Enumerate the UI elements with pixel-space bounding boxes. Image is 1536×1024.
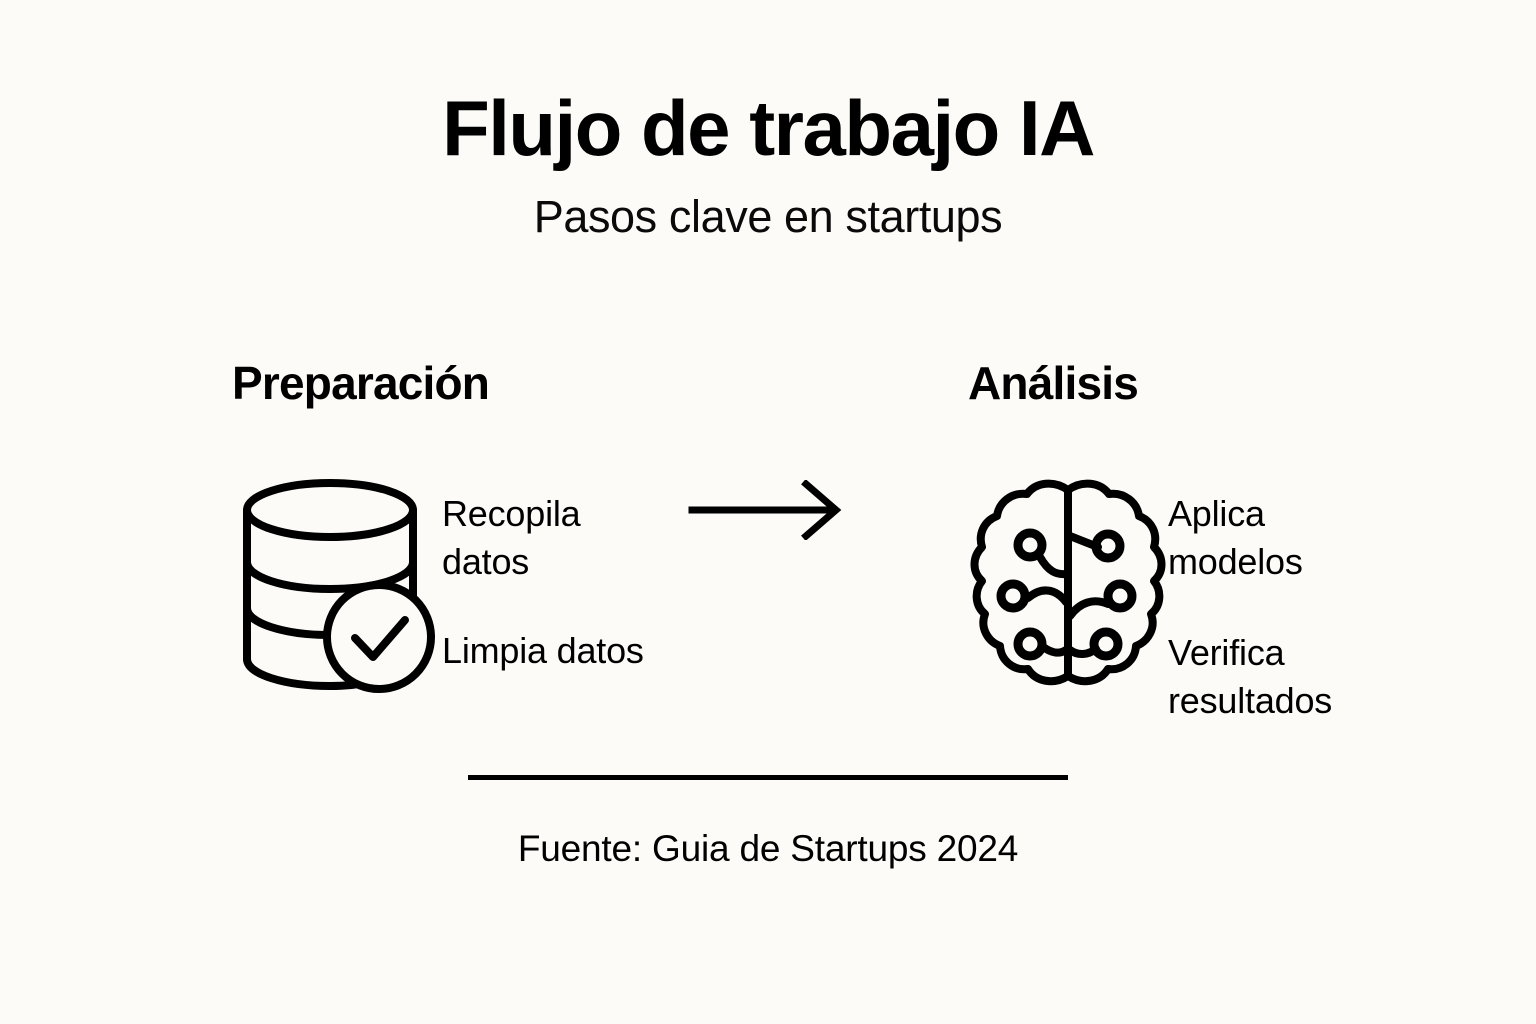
page-subtitle: Pasos clave en startups [533, 190, 1003, 242]
source-caption: Fuente: Guia de Startups 2024 [517, 828, 1019, 869]
check-badge-icon [323, 581, 435, 693]
page-title: Flujo de trabajo IA [442, 84, 1095, 172]
stage-preparacion: Preparación [232, 360, 752, 699]
footer-divider [468, 775, 1068, 780]
step-item: Recopila datos [442, 493, 581, 582]
step-item: Verifica resultados [1168, 632, 1333, 721]
brain-node [1103, 579, 1137, 613]
stage-body-preparacion: Recopila datos Limpia datos [232, 468, 752, 699]
step-item: Aplica modelos [1168, 493, 1303, 582]
brain-node [1091, 529, 1125, 563]
stage-columns: Preparación [0, 360, 1536, 740]
stage-heading-analisis: Análisis [968, 357, 1139, 409]
icon-slot-analisis [968, 468, 1168, 704]
step-list-analisis: Aplica modelos Verifica resultados [1168, 468, 1388, 724]
brain-node [996, 579, 1030, 613]
flow-arrow-container [688, 480, 848, 540]
poster-footer: Fuente: Guia de Startups 2024 [0, 775, 1536, 870]
brain-node [1013, 627, 1047, 661]
step-item: Limpia datos [442, 630, 644, 672]
arrow-right-icon [688, 480, 842, 540]
brain-node [1013, 528, 1047, 562]
icon-slot-preparacion [232, 468, 442, 699]
brain-node [1089, 627, 1123, 661]
database-check-icon [243, 479, 435, 693]
stage-body-analisis: Aplica modelos Verifica resultados [968, 468, 1388, 724]
poster-header: Flujo de trabajo IA Pasos clave en start… [0, 84, 1536, 242]
brain-icon [970, 479, 1166, 686]
step-list-preparacion: Recopila datos Limpia datos [442, 468, 672, 675]
stage-analisis: Análisis [968, 360, 1388, 724]
stage-heading-preparacion: Preparación [232, 357, 490, 409]
